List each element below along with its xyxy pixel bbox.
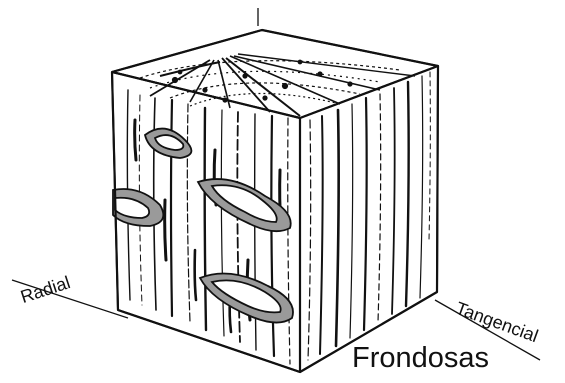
diagram-title: Frondosas <box>352 342 489 375</box>
